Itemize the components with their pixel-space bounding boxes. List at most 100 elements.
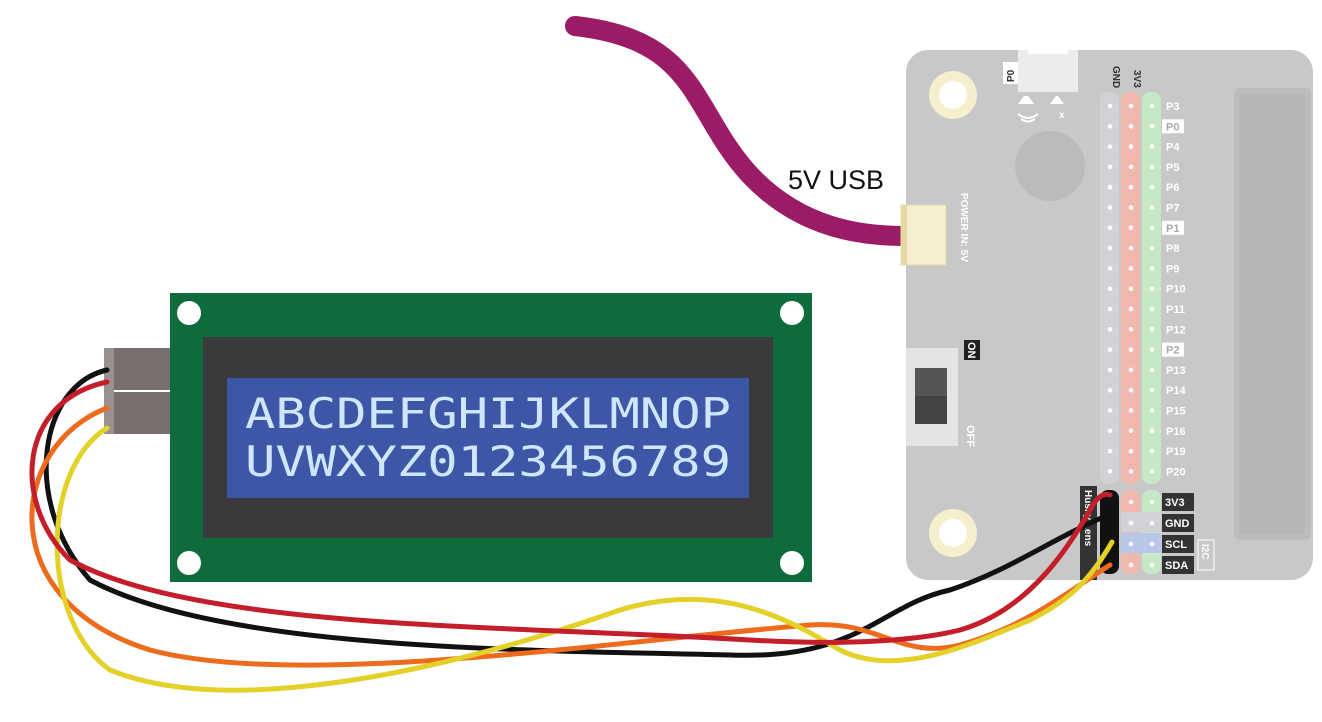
svg-text:x: x — [1059, 110, 1065, 121]
pin-dot — [1128, 327, 1134, 332]
i2c-pin-dot — [1149, 520, 1155, 526]
i2c-label-bg — [1162, 493, 1194, 511]
pin-dot — [1149, 327, 1155, 332]
lcd-hole-tr — [780, 301, 804, 325]
lcd-connector-top — [104, 348, 172, 390]
pin-label-p1: P1 — [1166, 223, 1179, 235]
pin-dot — [1107, 327, 1113, 332]
pin-dot — [1107, 347, 1113, 352]
pin-dot — [1128, 205, 1134, 210]
pin-dot — [1128, 306, 1134, 312]
pin-dot — [1107, 286, 1113, 292]
expansion-board: P0 x POWER IN: 5V ON OFF GND 3V3 P3P0P4P… — [900, 44, 1313, 580]
pin-label-p3: P3 — [1166, 101, 1179, 113]
pin-dot — [1149, 286, 1155, 292]
i2c-pin-dot — [1128, 499, 1134, 505]
pin-label-p2: P2 — [1166, 345, 1179, 357]
pin-label-p9: P9 — [1166, 263, 1179, 275]
pin-dot — [1149, 347, 1155, 352]
pin-dot — [1128, 164, 1134, 170]
usb-label: 5V USB — [788, 165, 884, 195]
pin-dot — [1149, 184, 1155, 190]
pin-highlight — [1162, 119, 1184, 134]
pin-dot — [1149, 367, 1155, 373]
pin-label-p7: P7 — [1166, 203, 1179, 215]
pin-dot — [1107, 387, 1113, 393]
switch-off-label: OFF — [964, 425, 976, 447]
pin-label-p6: P6 — [1166, 182, 1179, 194]
pin-highlight — [1162, 342, 1184, 357]
p0-button-label: P0 — [1006, 69, 1017, 82]
pin-dot — [1149, 164, 1155, 170]
pin-dot — [1128, 469, 1134, 474]
pin-dot — [1149, 144, 1155, 149]
pin-dot — [1128, 266, 1134, 271]
pin-highlight — [1162, 220, 1184, 235]
lcd-hole-br — [780, 551, 804, 575]
pin-dot — [1149, 245, 1155, 251]
pin-dot — [1107, 469, 1113, 474]
pin-label-p11: P11 — [1166, 304, 1185, 316]
pin-dot — [1149, 408, 1155, 413]
lcd-connector-bottom — [104, 392, 172, 434]
pin-dot — [1149, 266, 1155, 271]
pin-dot — [1149, 306, 1155, 312]
pin-dot — [1149, 124, 1155, 129]
switch-on-label: ON — [965, 342, 977, 359]
pin-label-p12: P12 — [1166, 324, 1186, 336]
lcd-hole-tl — [177, 301, 201, 325]
pin-dot — [1128, 144, 1134, 149]
lcd-screen — [227, 378, 749, 498]
pin-label-p14: P14 — [1166, 385, 1186, 397]
pin-dot — [1128, 184, 1134, 190]
pin-dot — [1128, 448, 1134, 454]
v3-header-label: 3V3 — [1131, 70, 1142, 88]
pin-dot — [1107, 448, 1113, 454]
pin-label-p5: P5 — [1166, 162, 1179, 174]
lcd-line-2: UVWXYZ0123456789 — [245, 437, 731, 486]
i2c-pin-dot — [1128, 520, 1134, 526]
pin-dot — [1128, 225, 1134, 231]
pin-label-p20: P20 — [1166, 466, 1186, 478]
pin-label-p0: P0 — [1166, 121, 1179, 133]
i2c-label-gnd: GND — [1165, 518, 1190, 530]
pin-dot — [1107, 245, 1113, 251]
pin-dot — [1149, 387, 1155, 393]
pin-label-p16: P16 — [1166, 426, 1186, 438]
pin-dots — [1107, 103, 1155, 474]
pin-dot — [1128, 408, 1134, 413]
i2c-pin-dot — [1128, 541, 1134, 547]
pin-dot — [1107, 124, 1113, 129]
scl-row-highlight — [1121, 533, 1161, 553]
pin-dot — [1149, 469, 1155, 474]
pin-dot — [1149, 428, 1155, 434]
i2c-dots — [1128, 499, 1155, 568]
pin-dot — [1107, 408, 1113, 413]
pin-dot — [1128, 387, 1134, 393]
pin-dot — [1107, 205, 1113, 210]
pin-dot — [1128, 347, 1134, 352]
i2c-label-sda: SDA — [1165, 560, 1188, 572]
i2c-pin-dot — [1128, 562, 1134, 568]
pin-dot — [1107, 428, 1113, 434]
pin-dot — [1128, 286, 1134, 292]
i2c-label-scl: SCL — [1165, 539, 1187, 551]
i2c-pin-dot — [1149, 499, 1155, 505]
pin-dot — [1107, 164, 1113, 170]
pin-dot — [1107, 103, 1113, 109]
pin-dot — [1149, 225, 1155, 231]
wire-black — [43, 367, 1111, 658]
i2c-label: I2C — [1199, 544, 1210, 560]
i2c-label-bg — [1162, 535, 1194, 553]
i2c-label-3v3: 3V3 — [1165, 497, 1185, 509]
pin-labels: P3P0P4P5P6P7P1P8P9P10P11P12P2P13P14P15P1… — [1162, 101, 1186, 478]
p0-button[interactable] — [1018, 50, 1078, 92]
pin-dot — [1128, 428, 1134, 434]
lcd-hole-bl — [177, 551, 201, 575]
pin-dot — [1128, 245, 1134, 251]
usb-cable — [565, 16, 915, 246]
i2c-label-bg — [1162, 514, 1194, 532]
pin-label-p13: P13 — [1166, 365, 1186, 377]
pin-dot — [1107, 225, 1113, 231]
i2c-pin-dot — [1149, 562, 1155, 568]
